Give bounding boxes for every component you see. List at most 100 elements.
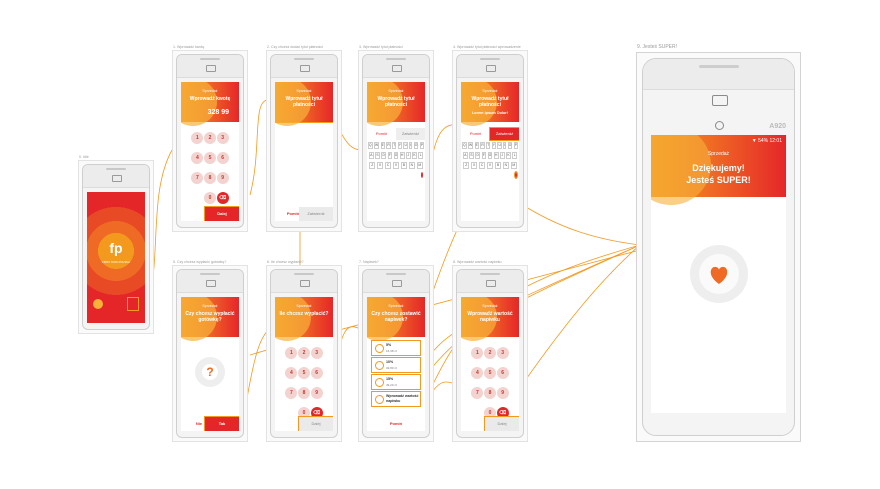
key[interactable]: H: [399, 152, 405, 159]
key[interactable]: 5: [297, 367, 310, 379]
tip-option-custom[interactable]: Wprowadź wartość napiwku: [371, 391, 421, 407]
key[interactable]: B: [494, 162, 502, 169]
key[interactable]: Z: [369, 162, 376, 169]
key[interactable]: T: [486, 142, 491, 149]
key[interactable]: H: [493, 152, 499, 159]
menu-button[interactable]: [93, 299, 103, 309]
key[interactable]: 7: [471, 387, 484, 399]
key[interactable]: S: [469, 152, 474, 159]
next-button[interactable]: Dalej: [484, 416, 519, 431]
key[interactable]: P: [513, 142, 519, 149]
key[interactable]: 1: [471, 347, 484, 359]
yes-button[interactable]: Tak: [204, 416, 239, 431]
tip-option-5[interactable]: 5%16,38 zł: [371, 340, 421, 356]
key[interactable]: 2: [297, 347, 310, 359]
key[interactable]: U: [403, 142, 408, 149]
key[interactable]: A: [462, 152, 468, 159]
key[interactable]: K: [506, 152, 511, 159]
key[interactable]: 4: [191, 152, 204, 164]
key[interactable]: Y: [397, 142, 402, 149]
tip-option-15[interactable]: 15%49,20 zł: [371, 374, 421, 390]
key[interactable]: M: [416, 162, 423, 169]
key[interactable]: V: [392, 162, 400, 169]
key[interactable]: 0: [483, 407, 496, 419]
key[interactable]: 7: [285, 387, 298, 399]
key[interactable]: I: [503, 142, 507, 149]
key[interactable]: W: [468, 142, 474, 149]
key[interactable]: I: [409, 142, 413, 149]
key[interactable]: 4: [471, 367, 484, 379]
key[interactable]: F: [387, 152, 393, 159]
key[interactable]: O: [507, 142, 513, 149]
key[interactable]: 1: [191, 132, 204, 144]
key[interactable]: O: [413, 142, 419, 149]
no-button[interactable]: Nie: [195, 421, 203, 426]
key[interactable]: R: [386, 142, 391, 149]
skip-button[interactable]: Pomiń: [375, 131, 388, 136]
key[interactable]: S: [375, 152, 380, 159]
key[interactable]: 3: [216, 132, 229, 144]
key[interactable]: L: [512, 152, 518, 159]
key[interactable]: A: [368, 152, 374, 159]
next-button[interactable]: Dalej: [204, 206, 239, 221]
key[interactable]: Y: [491, 142, 496, 149]
backspace-icon[interactable]: ⌫: [310, 407, 323, 419]
key[interactable]: X: [376, 162, 384, 169]
key[interactable]: 2: [483, 347, 496, 359]
confirm-button[interactable]: Zatwierdź: [299, 207, 333, 221]
key[interactable]: 6: [310, 367, 323, 379]
key[interactable]: 4: [285, 367, 298, 379]
key[interactable]: T: [392, 142, 397, 149]
key[interactable]: 8: [203, 172, 216, 184]
key[interactable]: W: [374, 142, 380, 149]
key[interactable]: 5: [203, 152, 216, 164]
key[interactable]: C: [384, 162, 392, 169]
key[interactable]: 2: [203, 132, 216, 144]
backspace-icon[interactable]: ⌫: [496, 407, 509, 419]
key[interactable]: 8: [483, 387, 496, 399]
key[interactable]: D: [475, 152, 480, 159]
skip-button[interactable]: Pomiń: [286, 211, 300, 216]
key[interactable]: 9: [496, 387, 509, 399]
key[interactable]: V: [486, 162, 494, 169]
key[interactable]: E: [474, 142, 479, 149]
card-button[interactable]: [127, 297, 139, 311]
skip-button[interactable]: Pomiń: [469, 131, 482, 136]
key[interactable]: 5: [483, 367, 496, 379]
key[interactable]: L: [418, 152, 424, 159]
key[interactable]: N: [408, 162, 416, 169]
tip-option-10[interactable]: 10%32,80 zł: [371, 357, 421, 373]
key[interactable]: R: [480, 142, 485, 149]
key[interactable]: J: [406, 152, 411, 159]
key[interactable]: G: [487, 152, 493, 159]
enter-key[interactable]: [421, 172, 423, 178]
key[interactable]: Q: [367, 142, 373, 149]
key[interactable]: 3: [496, 347, 509, 359]
confirm-button[interactable]: Zatwierdź: [489, 127, 519, 141]
key[interactable]: C: [478, 162, 486, 169]
key[interactable]: 9: [310, 387, 323, 399]
enter-key[interactable]: [514, 171, 518, 179]
key[interactable]: N: [502, 162, 510, 169]
key[interactable]: M: [510, 162, 517, 169]
key[interactable]: 7: [191, 172, 204, 184]
skip-button[interactable]: Pomiń: [389, 421, 403, 426]
key[interactable]: D: [381, 152, 386, 159]
key[interactable]: B: [400, 162, 408, 169]
backspace-icon[interactable]: ⌫: [216, 192, 229, 204]
key[interactable]: 6: [496, 367, 509, 379]
key[interactable]: F: [481, 152, 487, 159]
key[interactable]: P: [419, 142, 425, 149]
key[interactable]: 1: [285, 347, 298, 359]
key[interactable]: Q: [461, 142, 467, 149]
key[interactable]: 6: [216, 152, 229, 164]
key[interactable]: E: [380, 142, 385, 149]
key[interactable]: J: [500, 152, 505, 159]
key[interactable]: Z: [463, 162, 470, 169]
key[interactable]: U: [497, 142, 502, 149]
key[interactable]: G: [393, 152, 399, 159]
confirm-button[interactable]: Zatwierdź: [396, 128, 425, 140]
key[interactable]: 8: [297, 387, 310, 399]
next-button[interactable]: Dalej: [298, 416, 333, 431]
key[interactable]: 0: [203, 192, 216, 204]
